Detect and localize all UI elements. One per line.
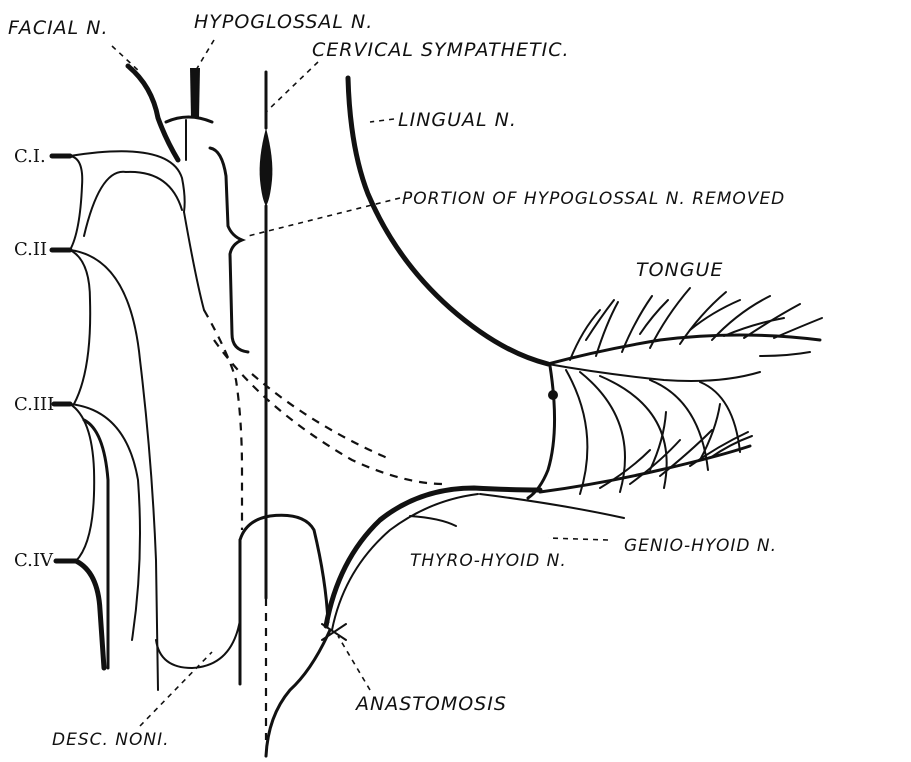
facial-nerve [128, 66, 178, 160]
removed-portion-bracket [210, 148, 248, 352]
cervical-roots [52, 151, 240, 690]
label-portion-removed: PORTION OF HYPOGLOSSAL N. REMOVED [402, 189, 785, 209]
label-tongue: TONGUE [636, 259, 723, 281]
tongue-branches [528, 288, 822, 498]
nerve-junction-dot [548, 390, 558, 400]
genio-hyoid-nerve [480, 494, 624, 518]
leader-hypoglossal [196, 40, 214, 70]
leader-genio-hyoid [548, 538, 608, 540]
label-hypoglossal-nerve: HYPOGLOSSAL N. [194, 11, 373, 33]
label-c1: C.I. [14, 146, 46, 167]
leader-facial [112, 46, 140, 72]
label-c2: C.II [14, 239, 47, 260]
leader-desc-noni [140, 652, 212, 726]
leader-lingual [370, 119, 394, 122]
label-facial-nerve: FACIAL N. [8, 17, 109, 39]
leader-cervical-sympathetic [266, 62, 318, 112]
label-anastomosis: ANASTOMOSIS [354, 693, 507, 715]
thyro-hyoid-nerve [410, 516, 456, 526]
descendens-noni [204, 310, 242, 684]
label-desc-noni: DESC. NONI. [52, 730, 170, 750]
label-c4: C.IV [14, 550, 54, 571]
label-thyro-hyoid: THYRO-HYOID N. [410, 551, 567, 571]
leader-anastomosis [338, 636, 370, 690]
hypoglossal-loop [214, 340, 444, 622]
label-lingual-nerve: LINGUAL N. [398, 109, 517, 131]
anastomosis [266, 488, 540, 756]
label-cervical-sympathetic: CERVICAL SYMPATHETIC. [312, 39, 570, 61]
cervical-sympathetic-trunk [260, 72, 273, 740]
label-genio-hyoid: GENIO-HYOID N. [624, 536, 777, 556]
anastomosis-cross-icon [322, 624, 346, 640]
label-c3: C.III [14, 394, 54, 415]
